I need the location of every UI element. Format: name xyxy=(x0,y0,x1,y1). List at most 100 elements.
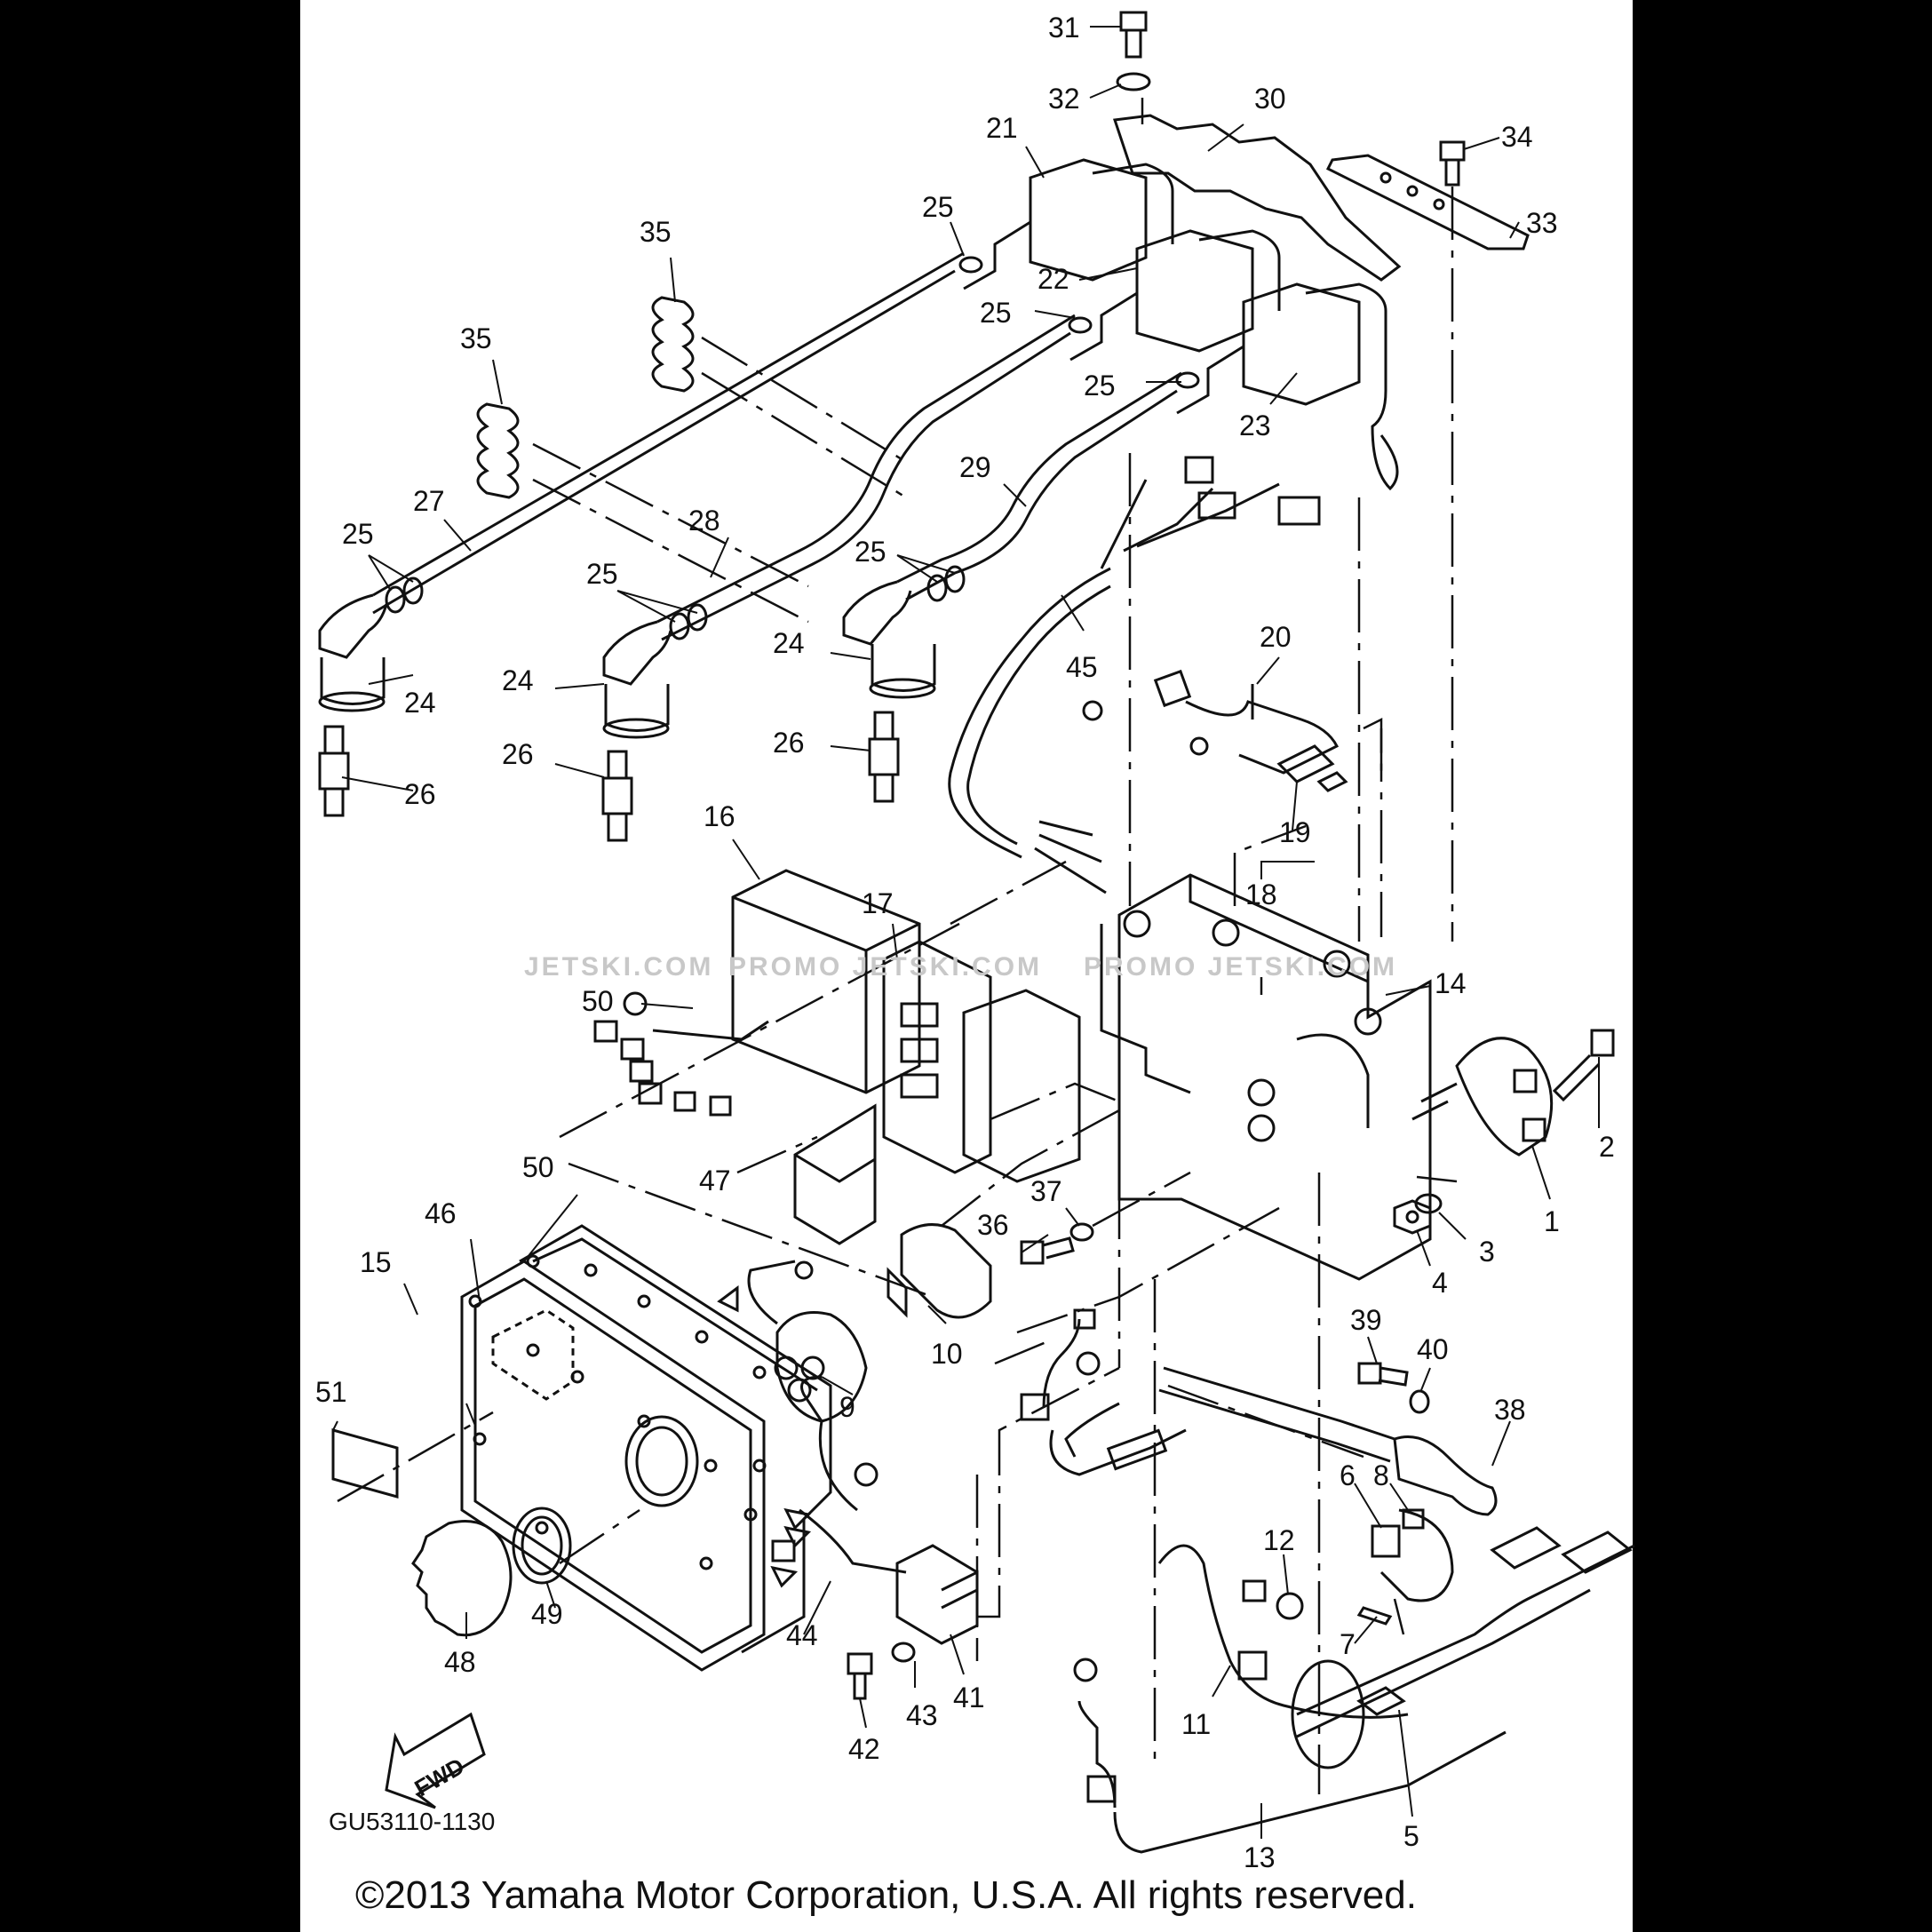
high-tension-lead-29 xyxy=(896,371,1182,601)
callout-30: 30 xyxy=(1254,83,1286,115)
callout-21: 21 xyxy=(986,112,1018,144)
bolt-2 xyxy=(1552,1029,1615,1102)
bolt-39 xyxy=(1357,1362,1409,1387)
callout-24-c: 24 xyxy=(773,627,805,659)
callout-25-a: 25 xyxy=(922,191,954,223)
terminal-lead-upper xyxy=(1042,1308,1187,1476)
plug-cap-24-middle xyxy=(602,620,672,739)
boot-25-group xyxy=(385,256,1200,640)
callout-45: 45 xyxy=(1066,651,1098,683)
wire-harness-45 xyxy=(948,456,1321,894)
callout-42: 42 xyxy=(848,1733,880,1765)
plate-33 xyxy=(1325,154,1530,250)
callout-2: 2 xyxy=(1599,1131,1615,1163)
callout-25-f: 25 xyxy=(855,536,886,568)
callout-49: 49 xyxy=(531,1598,563,1630)
callout-8: 8 xyxy=(1373,1459,1389,1491)
callout-43: 43 xyxy=(906,1699,938,1731)
ignition-coil-22 xyxy=(1069,229,1281,362)
plug-cap-24-left xyxy=(318,593,388,712)
callout-26-b: 26 xyxy=(502,738,534,770)
diagram-code: GU53110-1130 xyxy=(329,1808,495,1835)
clamp-35-upper xyxy=(651,296,695,393)
callout-9: 9 xyxy=(839,1391,855,1423)
cover-46 xyxy=(460,1260,766,1672)
callout-19: 19 xyxy=(1279,816,1311,848)
bracket-47 xyxy=(793,1103,877,1245)
band-8 xyxy=(1379,1508,1454,1602)
callout-50-b: 50 xyxy=(522,1151,554,1183)
callout-25-d: 25 xyxy=(342,518,374,550)
high-tension-lead-28 xyxy=(656,314,1076,641)
cap-48 xyxy=(411,1520,513,1637)
nut-4 xyxy=(1393,1199,1432,1235)
callout-27: 27 xyxy=(413,485,445,517)
rectifier-wire-20 xyxy=(1153,669,1340,775)
callout-31: 31 xyxy=(1048,12,1080,44)
callout-32: 32 xyxy=(1048,83,1080,115)
callout-25-e: 25 xyxy=(586,558,618,590)
callout-12: 12 xyxy=(1263,1524,1295,1556)
callout-46: 46 xyxy=(425,1197,457,1229)
callout-10: 10 xyxy=(931,1338,963,1370)
clip-6 xyxy=(1371,1524,1401,1558)
callout-36: 36 xyxy=(977,1209,1009,1241)
callout-3: 3 xyxy=(1479,1236,1495,1268)
callout-16: 16 xyxy=(704,800,735,832)
callout-15: 15 xyxy=(360,1246,392,1278)
fuse-19 xyxy=(1276,744,1348,792)
spark-plug-26-left xyxy=(318,725,350,817)
callout-25-c: 25 xyxy=(1084,370,1116,402)
cdi-unit-16 xyxy=(593,869,921,1117)
callout-35-b: 35 xyxy=(460,322,492,354)
callout-14: 14 xyxy=(1435,967,1467,999)
grommet-12 xyxy=(1242,1579,1304,1620)
callout-22: 22 xyxy=(1038,263,1069,295)
callout-41: 41 xyxy=(953,1682,985,1713)
callout-1: 1 xyxy=(1544,1205,1560,1237)
callout-labels: 31 32 30 34 33 21 25 22 25 25 2 3 35 35 2… xyxy=(315,12,1615,1873)
watermark-3: PROMO JETSKI.COM xyxy=(1084,952,1397,982)
callout-7: 7 xyxy=(1340,1628,1356,1660)
callout-34: 34 xyxy=(1501,121,1533,153)
label-51 xyxy=(331,1428,399,1499)
callout-13: 13 xyxy=(1244,1841,1276,1873)
callout-5: 5 xyxy=(1403,1820,1419,1852)
callout-33: 33 xyxy=(1526,207,1558,239)
bolt-34 xyxy=(1439,140,1466,187)
bolt-42 xyxy=(847,1652,873,1700)
callout-11: 11 xyxy=(1181,1708,1211,1740)
ground-lead-13 xyxy=(1020,1393,1507,1854)
callout-20: 20 xyxy=(1260,621,1292,653)
callout-29: 29 xyxy=(959,451,991,483)
bolt-31 xyxy=(1119,11,1148,59)
wire-lead-44 xyxy=(770,1375,907,1588)
plug-cap-24-right xyxy=(842,580,936,699)
spark-plug-26-middle xyxy=(601,750,633,842)
callout-6: 6 xyxy=(1340,1459,1356,1491)
ignition-coil-21 xyxy=(963,158,1174,290)
callout-25-b: 25 xyxy=(980,297,1012,329)
callout-48: 48 xyxy=(444,1646,476,1678)
screw-7 xyxy=(1356,1606,1393,1626)
washer-40 xyxy=(1409,1389,1430,1414)
callout-26-c: 26 xyxy=(773,727,805,759)
callout-38: 38 xyxy=(1494,1394,1526,1426)
copyright-notice: ©2013 Yamaha Motor Corporation, U.S.A. A… xyxy=(355,1873,1417,1917)
callout-26-a: 26 xyxy=(404,778,436,810)
starter-relay-10 xyxy=(886,1223,992,1319)
callout-17: 17 xyxy=(862,887,894,919)
cable-tie-5 xyxy=(1291,1659,1406,1769)
washer-32 xyxy=(1116,72,1151,91)
callout-50-a: 50 xyxy=(582,985,614,1017)
cdi-holder-17 xyxy=(882,940,1081,1183)
callout-24-b: 24 xyxy=(502,664,534,696)
callout-35-a: 35 xyxy=(640,216,672,248)
clamp-35-lower xyxy=(476,402,520,499)
callout-24-a: 24 xyxy=(404,687,436,719)
assembly-guide-lines xyxy=(337,98,1458,1794)
coil-bracket-30 xyxy=(1112,114,1402,282)
callout-37: 37 xyxy=(1030,1175,1062,1207)
